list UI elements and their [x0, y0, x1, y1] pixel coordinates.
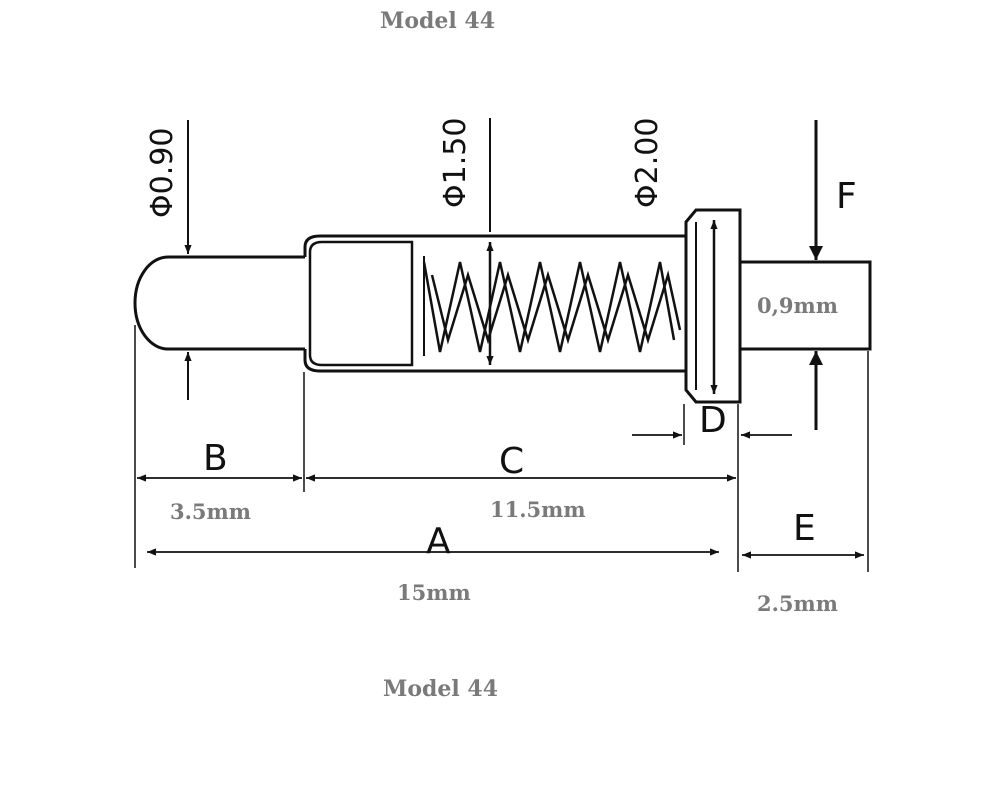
- dimension-b-letter: B: [203, 438, 228, 479]
- diameter-markers: [184, 118, 718, 400]
- collar: [684, 208, 742, 404]
- dimension-f-value: 0,9mm: [757, 293, 838, 318]
- spring-icon: [422, 256, 682, 356]
- dimension-b-value: 3.5mm: [170, 499, 251, 524]
- caption-bottom: Model 44: [383, 676, 499, 702]
- diameter-barrel-label: Φ1.50: [438, 118, 473, 208]
- dimension-c-letter: C: [499, 441, 524, 482]
- plunger-tip: [133, 234, 418, 373]
- dimension-e-value: 2.5mm: [757, 591, 838, 616]
- diameter-tip-label: Φ0.90: [145, 128, 180, 218]
- caption-top: Model 44: [380, 8, 496, 34]
- extension-lines: [134, 325, 869, 572]
- dimension-d-letter: D: [699, 400, 727, 441]
- tail: [740, 260, 872, 351]
- dimension-a-letter: A: [426, 521, 451, 562]
- diameter-collar-label: Φ2.00: [630, 118, 665, 208]
- barrel: [418, 234, 686, 373]
- dimension-a-value: 15mm: [397, 580, 471, 605]
- dimension-e-letter: E: [793, 508, 816, 549]
- dimension-c-value: 11.5mm: [490, 497, 586, 522]
- dimension-f-letter: F: [836, 176, 857, 217]
